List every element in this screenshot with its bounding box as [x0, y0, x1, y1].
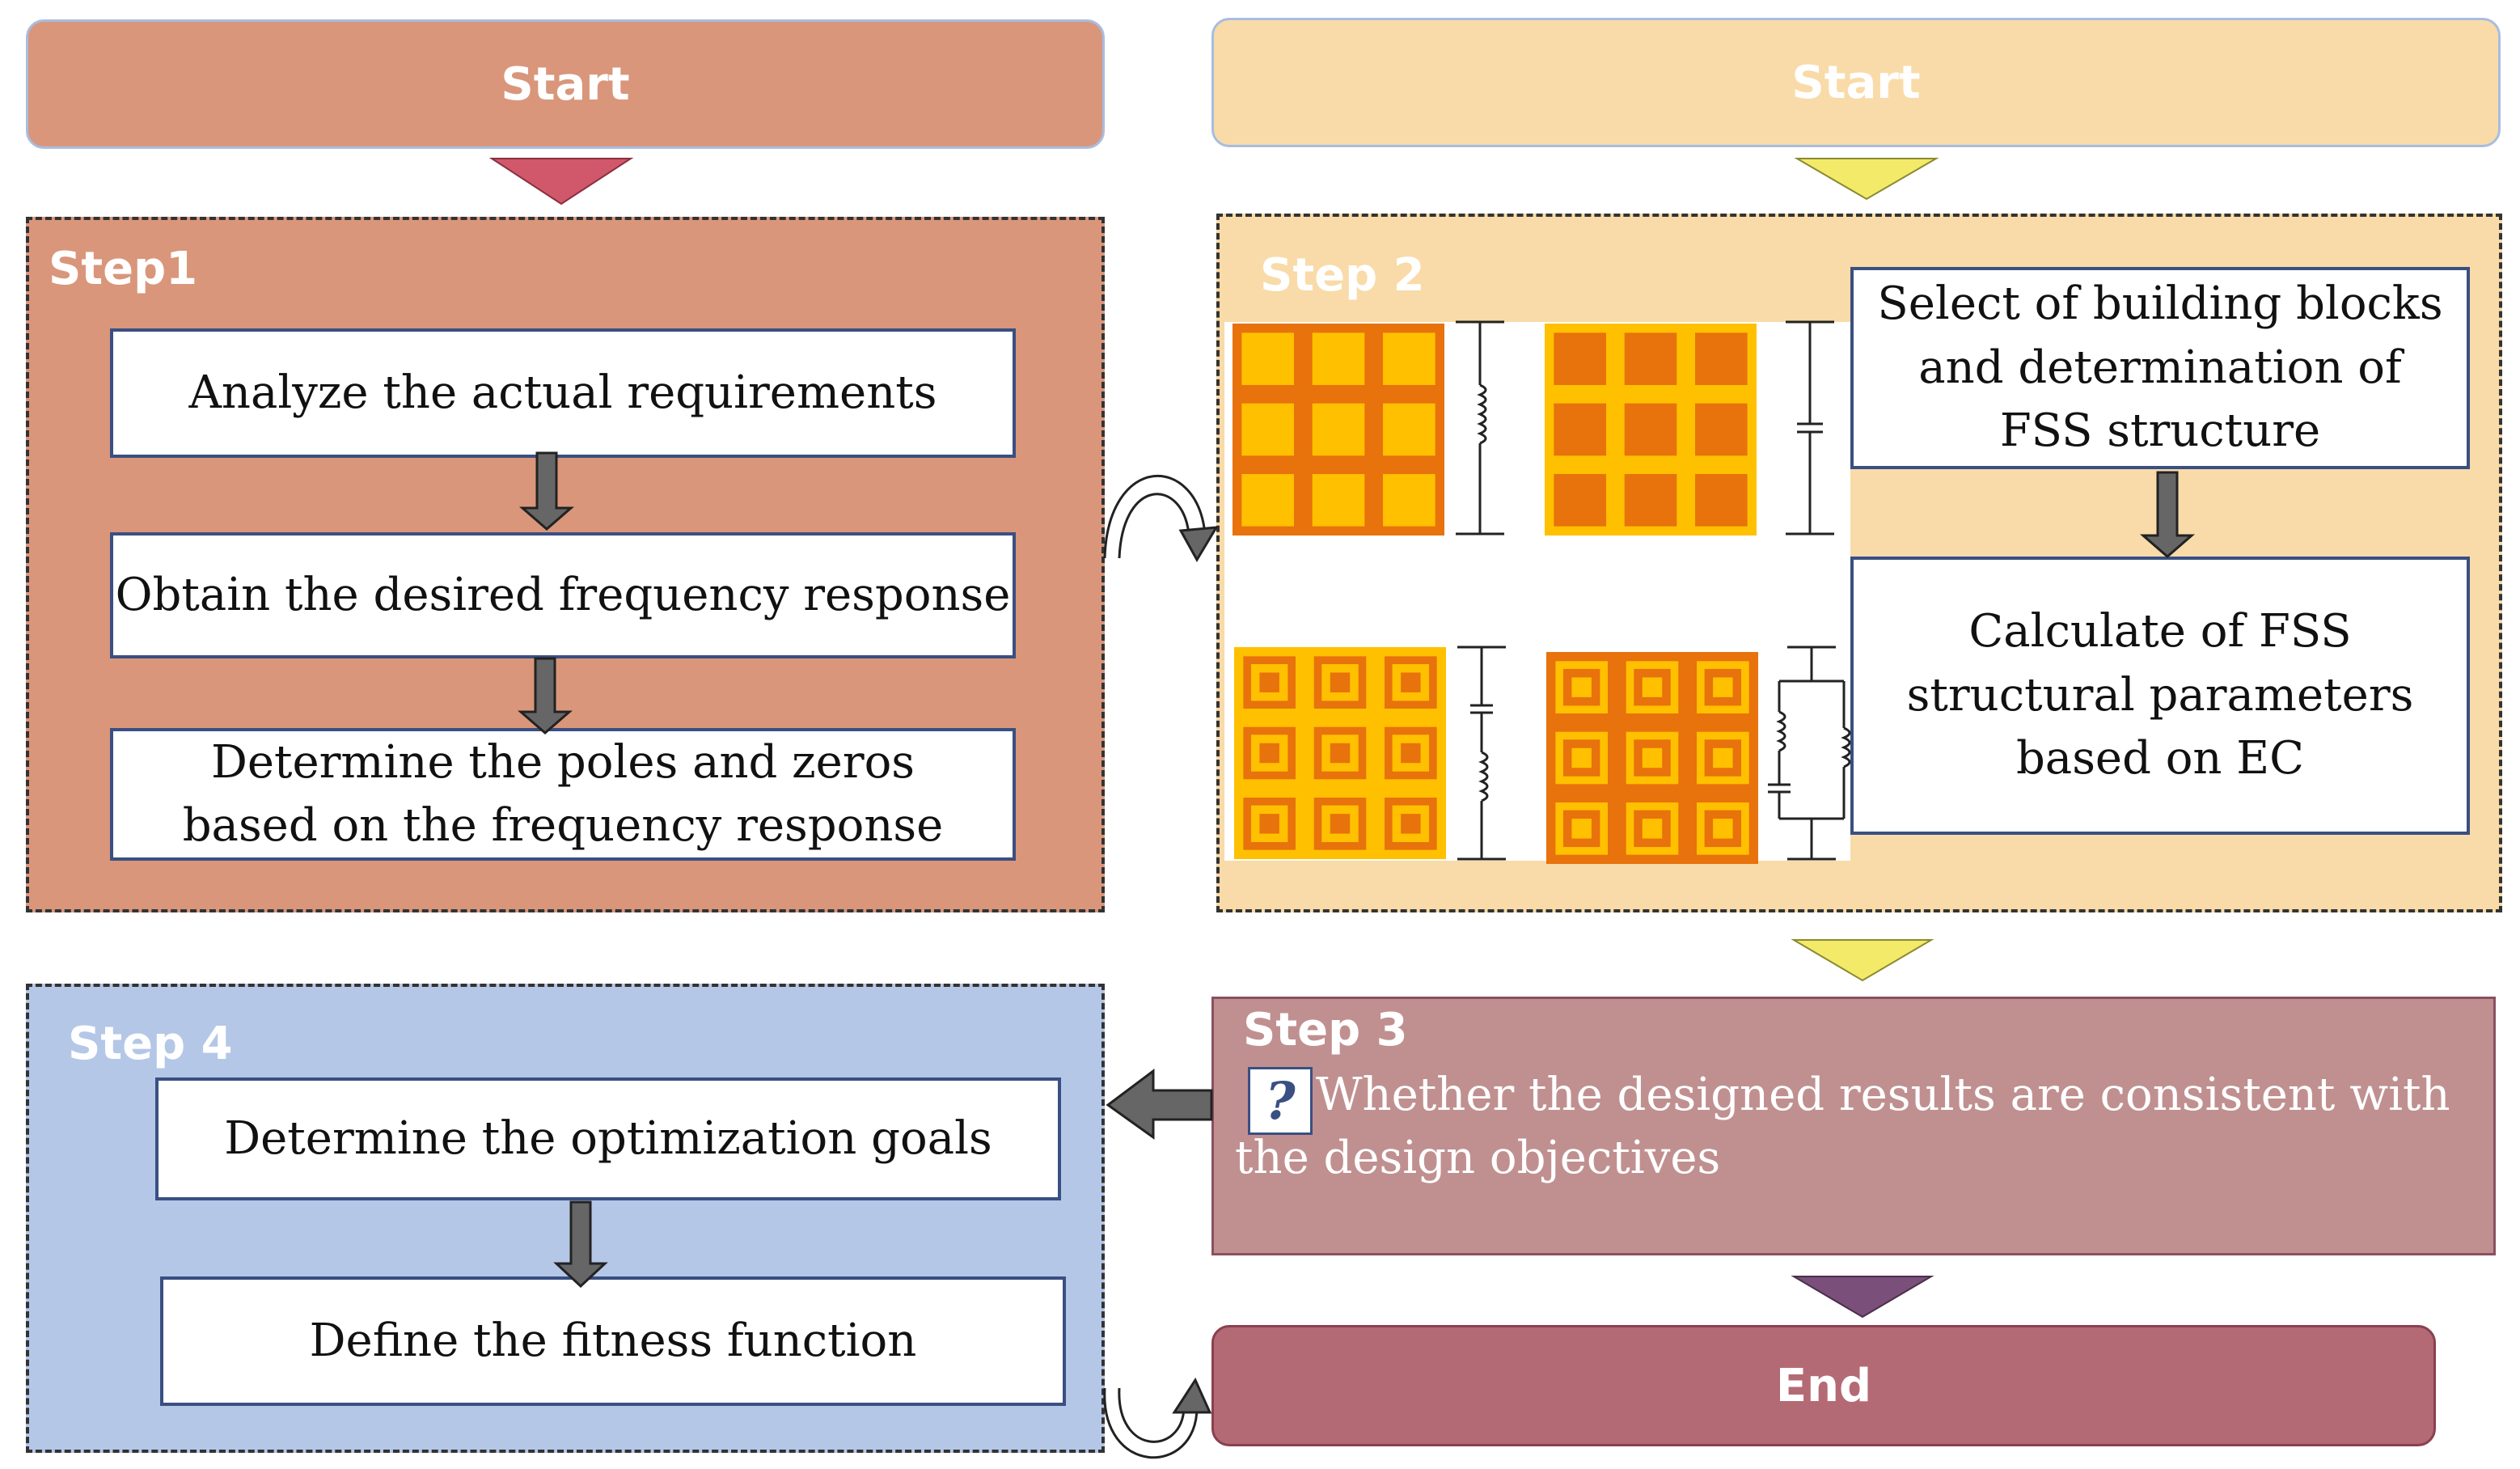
step3-to-step4-arrow [1106, 1069, 1213, 1140]
fss-unit-core [1330, 814, 1351, 834]
step1-down-arrow-1 [518, 451, 575, 531]
step2-label: Step 2 [1260, 249, 1425, 302]
step3-panel: Step 3 Whether the designed results are … [1211, 997, 2496, 1255]
step1-label: Step1 [49, 243, 198, 295]
step2-box-calculate: Calculate of FSS structural parameters b… [1850, 557, 2470, 835]
fss-unit-core [1571, 747, 1592, 768]
fss-unit-core [1713, 677, 1733, 697]
step1-box-analyze: Analyze the actual requirements [110, 328, 1016, 458]
fss-unit-cell [1312, 474, 1365, 527]
fss-unit-cell [1241, 403, 1294, 456]
step1-to-step2-curved-arrow [1103, 474, 1219, 562]
step2-box-building-blocks: Select of building blocks and determinat… [1850, 267, 2470, 469]
left-start-label: Start [501, 57, 630, 111]
equivalent-circuit-parallel-lc [1768, 646, 1851, 861]
fss-unit-cell [1695, 332, 1748, 385]
right-start-banner: Start [1211, 18, 2501, 147]
left-start-banner: Start [26, 19, 1105, 149]
step1-box-frequency: Obtain the desired frequency response [110, 532, 1016, 658]
fss-unit-core [1259, 743, 1279, 764]
fss-unit-cell [1554, 403, 1606, 456]
fss-unit-core [1401, 814, 1421, 834]
fss-unit-cell [1312, 403, 1365, 456]
fss-unit-core [1401, 672, 1421, 692]
fss-unit-cell [1695, 403, 1748, 456]
fss-unit-core [1330, 743, 1351, 764]
equivalent-circuit-capacitor [1786, 320, 1834, 536]
question-icon: ? [1248, 1067, 1313, 1135]
fss-unit-cell [1241, 474, 1294, 527]
fss-unit-core [1401, 743, 1421, 764]
step4-to-end-curved-arrow [1103, 1377, 1212, 1459]
step4-down-arrow [553, 1200, 608, 1289]
step2-down-arrow [2139, 471, 2196, 558]
fss-unit-core [1571, 819, 1592, 839]
end-banner: End [1211, 1325, 2436, 1446]
fss-unit-cell [1241, 332, 1294, 385]
fss-unit-core [1259, 814, 1279, 834]
fss-unit-core [1642, 747, 1663, 768]
fss-unit-core [1259, 672, 1279, 692]
fss-unit-cell [1695, 474, 1748, 527]
fss-unit-core [1571, 677, 1592, 697]
fss-unit-core [1713, 819, 1733, 839]
fss-unit-cell [1624, 332, 1677, 385]
fss-loop-aperture-array [1546, 652, 1758, 864]
step3-question-text: Whether the designed results are consist… [1235, 1069, 2450, 1185]
step4-box-fitness: Define the fitness function [160, 1276, 1066, 1406]
fss-unit-cell [1383, 474, 1435, 527]
fss-unit-cell [1383, 403, 1435, 456]
fss-unit-cell [1624, 403, 1677, 456]
fss-unit-cell [1624, 474, 1677, 527]
step2-to-step3-arrow [1791, 939, 1934, 982]
end-label: End [1775, 1359, 1872, 1412]
fss-unit-core [1330, 672, 1351, 692]
fss-square-aperture-array [1545, 324, 1757, 536]
step1-box-poles-zeros: Determine the poles and zeros based on t… [110, 728, 1016, 861]
fss-unit-cell [1554, 332, 1606, 385]
fss-unit-cell [1554, 474, 1606, 527]
step4-box-goals: Determine the optimization goals [155, 1077, 1061, 1200]
fss-unit-cell [1383, 332, 1435, 385]
step4-label: Step 4 [68, 1018, 233, 1070]
start-to-step1-arrow [488, 158, 634, 205]
equivalent-circuit-series-lc [1457, 646, 1506, 861]
start-to-step2-arrow [1794, 158, 1939, 201]
right-start-label: Start [1791, 56, 1921, 109]
equivalent-circuit-inductor [1456, 320, 1504, 536]
step3-label: Step 3 [1243, 1004, 1408, 1056]
step1-down-arrow-2 [517, 657, 573, 734]
fss-square-patch-array [1233, 324, 1444, 536]
step3-to-end-arrow [1791, 1276, 1934, 1319]
fss-unit-cell [1312, 332, 1365, 385]
fss-unit-core [1642, 677, 1663, 697]
fss-unit-core [1642, 819, 1663, 839]
fss-unit-core [1713, 747, 1733, 768]
fss-square-loop-array [1234, 647, 1446, 859]
